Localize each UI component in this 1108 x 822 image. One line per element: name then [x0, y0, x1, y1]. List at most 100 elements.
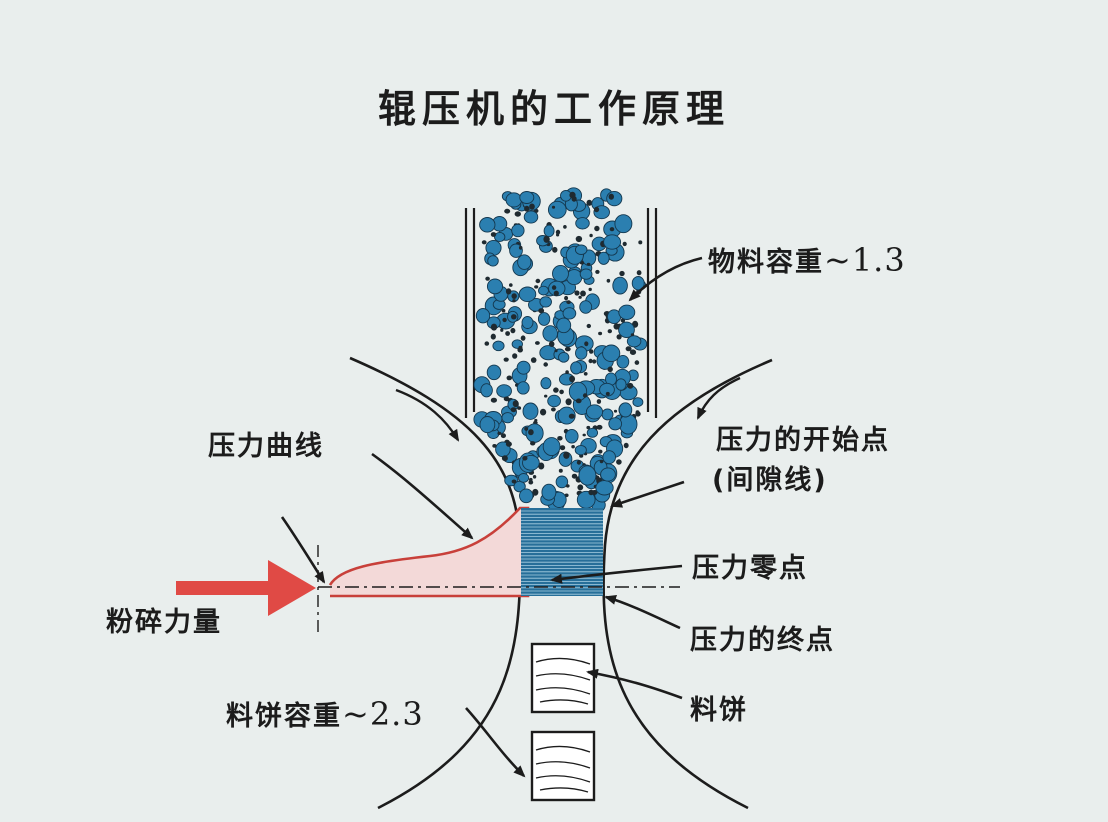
particle [606, 190, 623, 207]
particle [599, 382, 615, 397]
particle [592, 359, 597, 364]
particle [543, 235, 550, 243]
particle [568, 381, 588, 402]
cake-label: 料饼 [690, 695, 748, 726]
particle [481, 240, 487, 245]
particle [543, 224, 555, 238]
particle [535, 341, 540, 345]
particle [618, 321, 635, 338]
particle [535, 278, 541, 284]
particle [512, 353, 518, 359]
cake-upper [530, 642, 596, 714]
particle [538, 285, 549, 296]
cake-lower [530, 730, 596, 802]
particle [580, 290, 586, 297]
particle [519, 191, 535, 204]
particle [511, 293, 517, 299]
particle [484, 341, 490, 346]
particle [586, 425, 591, 430]
particle [575, 398, 582, 404]
particle [480, 383, 493, 398]
particle [575, 346, 588, 360]
particle [512, 299, 516, 303]
particle [553, 387, 559, 393]
particle [585, 404, 604, 420]
material-density-text: 物料容重 [708, 247, 824, 278]
particle [492, 340, 505, 352]
right-roller-rotation-arrow [696, 376, 741, 420]
particle [522, 402, 539, 420]
particle [605, 391, 610, 396]
cake-density-label: 料饼容重~2.3 [226, 694, 424, 733]
crushing-force-leader [280, 516, 326, 584]
particle [529, 203, 535, 210]
particle [602, 344, 621, 363]
particle [501, 455, 508, 462]
diagram-title: 辊压机的工作原理 [377, 87, 730, 131]
particle [563, 225, 567, 229]
particle [586, 427, 599, 438]
particle [586, 323, 591, 329]
particle [583, 372, 588, 376]
particle [505, 441, 512, 447]
particle [551, 285, 557, 290]
particle [505, 288, 512, 295]
particle [602, 450, 616, 465]
particle [511, 223, 525, 238]
particle [492, 444, 497, 448]
particle [519, 488, 534, 504]
particle [528, 429, 534, 436]
particle [566, 300, 571, 305]
particle [564, 295, 569, 301]
particle [518, 473, 530, 483]
particle [596, 399, 602, 404]
particle [596, 424, 603, 430]
particle [618, 402, 633, 418]
particle [522, 456, 528, 461]
particle [571, 473, 578, 479]
particle [569, 375, 576, 383]
particle [616, 459, 622, 465]
particle [635, 410, 640, 415]
particle [552, 264, 569, 283]
particle [609, 227, 615, 232]
compressed-zone-hatching [521, 510, 603, 595]
particle [574, 290, 580, 296]
particle [607, 366, 613, 373]
particle [543, 362, 548, 367]
particle [516, 360, 531, 375]
particle [632, 397, 644, 407]
particle [608, 193, 614, 200]
cake-density-text: 料饼容重 [226, 701, 342, 732]
particle [574, 444, 587, 456]
gap-line-label: (间隙线) [712, 465, 828, 496]
right-roller-arc [602, 358, 773, 810]
particle [500, 328, 504, 332]
particle [589, 349, 594, 354]
particle [559, 445, 566, 451]
particle [614, 214, 633, 234]
pressure-curve-area [330, 508, 528, 596]
particle [595, 269, 600, 274]
cake-leader [586, 668, 683, 700]
particle [541, 483, 557, 501]
particle [623, 442, 629, 449]
particle [613, 323, 620, 330]
material-density-value: ~1.3 [824, 241, 906, 279]
particle [547, 394, 561, 408]
pressure-end-leader [604, 595, 681, 630]
particle [502, 317, 507, 323]
particle [511, 314, 517, 320]
particle [574, 244, 588, 255]
particle [619, 270, 625, 277]
particle [548, 341, 555, 347]
particle [555, 229, 561, 235]
particle [564, 346, 571, 352]
particle [589, 233, 593, 238]
particle [504, 208, 511, 214]
particle [613, 409, 618, 413]
particle [537, 312, 551, 326]
particle [562, 307, 577, 320]
particle [542, 325, 558, 342]
particle [636, 270, 642, 276]
